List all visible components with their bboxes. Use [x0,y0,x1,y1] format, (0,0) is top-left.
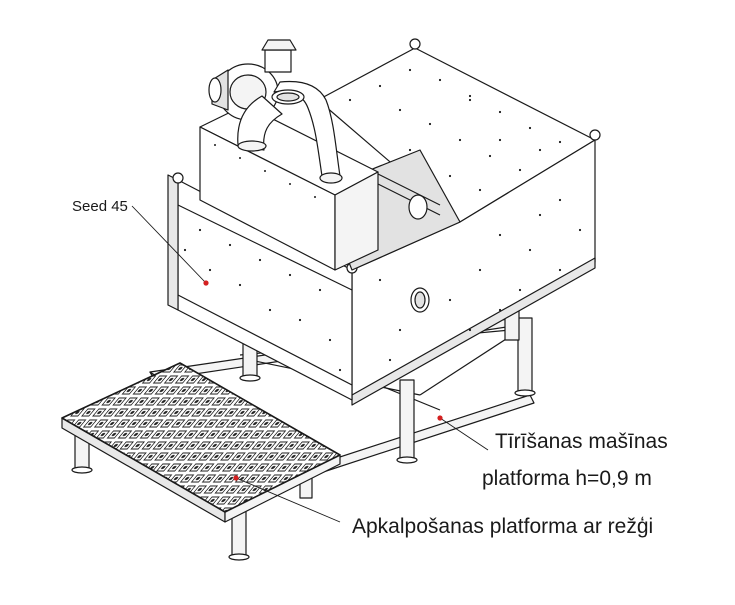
leader-service-platform [235,477,341,523]
leader-seed [131,205,206,283]
pointer-dot-seed [203,280,209,286]
label-seed-model: Seed 45 [72,198,128,215]
service-platform [61,362,341,561]
pointer-dot-cleaning-platform [437,415,443,421]
front-panel [167,172,358,401]
label-cleaning-platform-line2: platforma h=0,9 m [482,467,652,490]
air-ducts [237,80,343,184]
pointer-dot-service-platform [233,475,239,481]
label-service-platform: Apkalpošanas platforma ar režģi [352,515,654,538]
main-housing [317,38,601,406]
label-cleaning-platform-line1: Tīrīšanas mašīnas [495,430,668,453]
leader-cleaning-platform [439,417,489,451]
